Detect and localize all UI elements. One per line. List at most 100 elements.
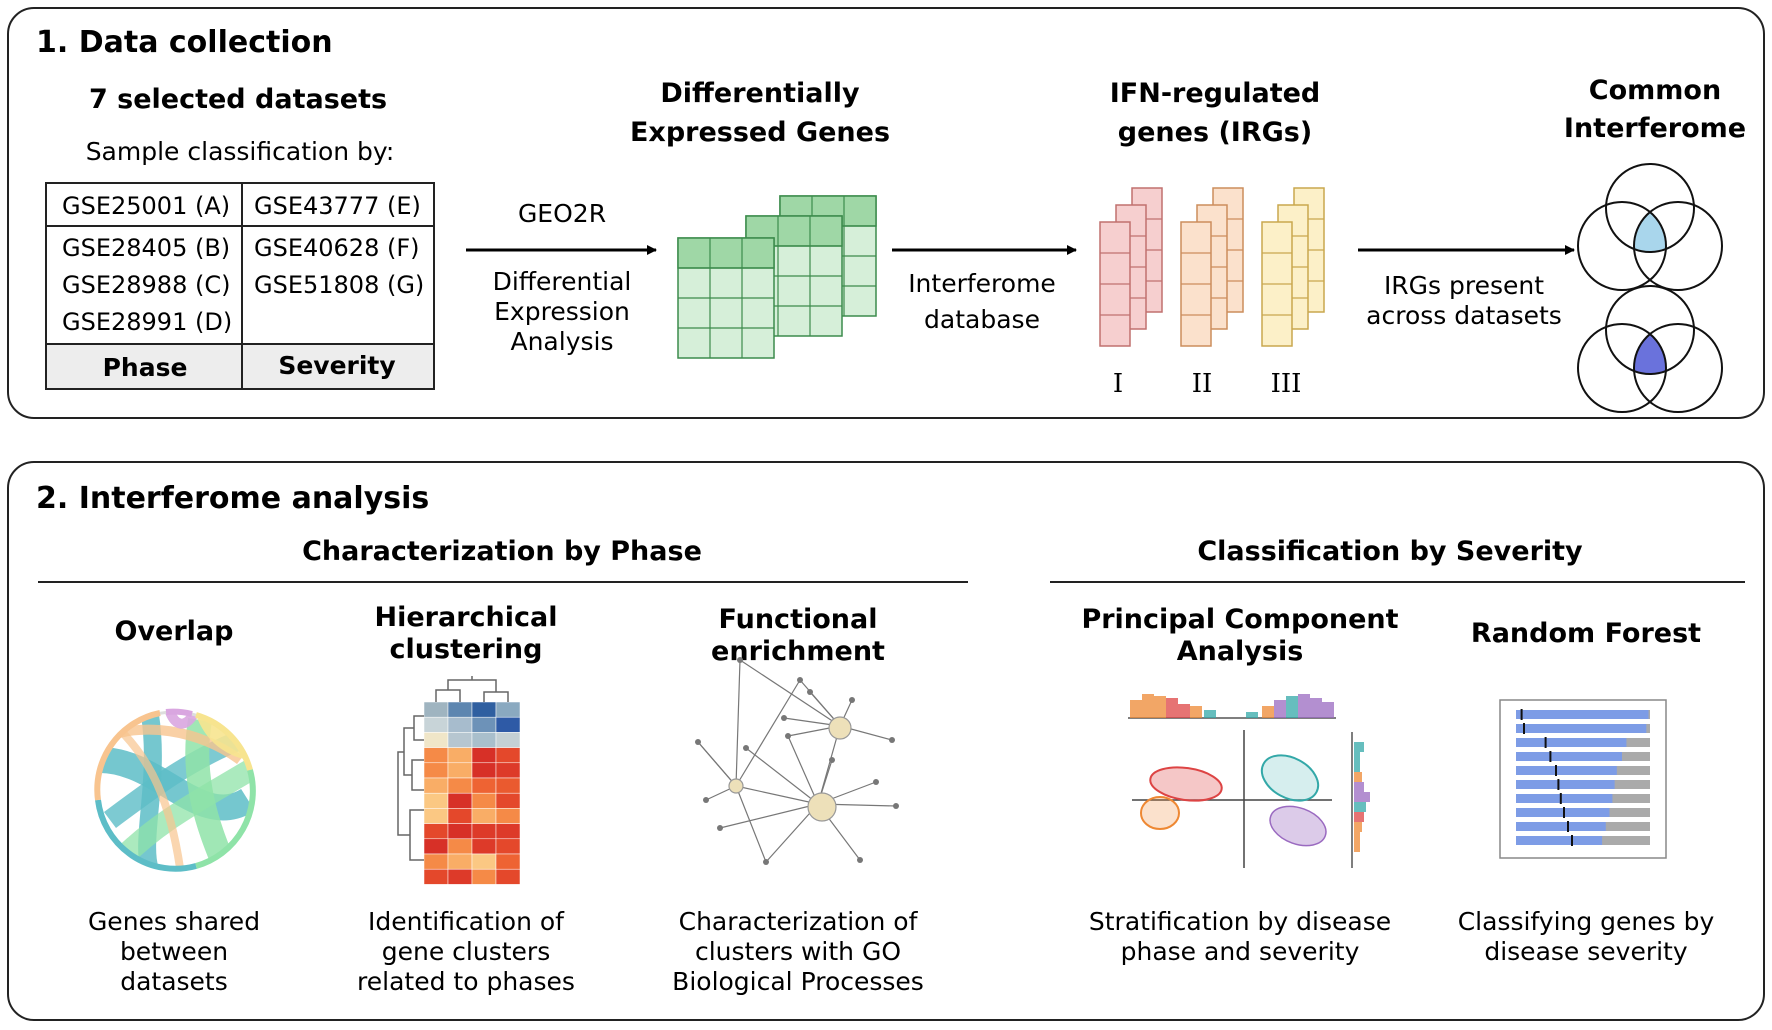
heatmap-cell: [471, 716, 497, 733]
heatmap-cell: [495, 716, 521, 733]
heatmap-cell: [447, 747, 473, 764]
network-hub-node: [728, 778, 744, 794]
pca-top-histogram-bar: [1178, 704, 1190, 718]
venn-common-severity-intersection: [1634, 324, 1666, 374]
overlap-caption: between: [120, 937, 228, 966]
enrichment-title: enrichment: [711, 636, 885, 667]
forest-bar: [1516, 724, 1647, 733]
network-edge: [799, 679, 841, 727]
network-node: [737, 657, 743, 663]
heatmap-cell: [471, 762, 497, 779]
overlap-caption: datasets: [120, 967, 228, 996]
network-hub-node: [807, 792, 837, 822]
pca-side-histogram-bar: [1354, 832, 1360, 842]
datasets-heading: 7 selected datasets: [89, 84, 387, 115]
heatmap-cell: [447, 716, 473, 733]
chord-ribbon: [99, 747, 252, 821]
phase-dataset: GSE28988 (C): [62, 271, 230, 299]
panel1-title: 1. Data collection: [36, 25, 333, 60]
network-node: [743, 745, 749, 751]
enrichment-caption: Characterization of: [679, 907, 919, 936]
pca-cluster-ellipse: [1149, 766, 1223, 802]
heatmap-cell: [423, 701, 449, 718]
chord-ribbon: [112, 760, 252, 868]
venn-intersection-group: [1634, 324, 1666, 374]
network-node: [703, 797, 709, 803]
deg-grid-stack: [677, 195, 877, 359]
heatmap-cell: [471, 808, 497, 824]
venn-intersection-group: [1634, 202, 1666, 252]
heatmap-cell: [471, 868, 497, 885]
forest-bar: [1516, 822, 1606, 831]
pca-top-histogram-bar: [1298, 694, 1310, 718]
forest-bar: [1516, 710, 1649, 719]
network-edge: [697, 741, 737, 787]
dataset-table: GSE25001 (A) GSE28405 (B) GSE28988 (C) G…: [45, 182, 435, 390]
network-node: [849, 697, 855, 703]
interferome-db-label: Interferome: [908, 269, 1056, 298]
pca-top-histogram-bar: [1130, 700, 1142, 718]
network-edge: [735, 659, 741, 787]
network-edge: [787, 735, 819, 805]
network-node: [857, 857, 863, 863]
pca-side-histogram-bar: [1354, 762, 1360, 772]
heatmap-cell: [423, 716, 449, 733]
pca-cluster-ellipse: [1269, 805, 1327, 847]
chord-arc: [195, 712, 253, 771]
heatmap-cell: [423, 808, 449, 824]
pca-side-histogram-bar: [1354, 812, 1364, 822]
heatmap-cell: [447, 762, 473, 779]
pca-top-histogram-bar: [1274, 700, 1286, 718]
phase-dataset: GSE28405 (B): [62, 234, 230, 262]
heatmap-cell: [447, 792, 473, 809]
severity-dataset: GSE43777 (E): [254, 192, 421, 220]
heatmap-cell: [495, 838, 521, 855]
chord-ribbon: [117, 727, 184, 868]
geo2r-label: GEO2R: [518, 199, 606, 228]
panel2-title: 2. Interferome analysis: [36, 481, 429, 516]
network-node: [807, 689, 813, 695]
dea-label: Expression: [494, 297, 630, 326]
clustering-caption: related to phases: [357, 967, 575, 996]
network-node: [785, 733, 791, 739]
heatmap-cell: [447, 823, 473, 840]
overlap-caption: Genes shared: [88, 907, 260, 936]
heatmap-dendrogram: [409, 809, 424, 861]
network-node: [717, 825, 723, 831]
pca-caption: phase and severity: [1121, 937, 1360, 966]
heatmap-cell: [495, 777, 521, 794]
severity-header: Severity: [278, 351, 395, 380]
heatmap-cell: [447, 777, 473, 794]
heatmap-cell: [471, 853, 497, 870]
venn-intersection-group: [1634, 324, 1666, 374]
heatmap-cell: [495, 701, 521, 718]
deg-grid-header: [677, 237, 775, 269]
venn-circle: [1633, 323, 1723, 413]
network-edge: [719, 803, 819, 829]
irg-title: IFN-regulated: [1110, 78, 1321, 109]
network-node: [873, 779, 879, 785]
clustering-caption: gene clusters: [382, 937, 550, 966]
irg-type-label: III: [1271, 369, 1302, 399]
heatmap-cell: [423, 747, 449, 764]
heatmap-dendrogram: [397, 751, 410, 836]
common-title: Interferome: [1564, 113, 1746, 144]
clustering-title: clustering: [390, 634, 543, 665]
pca-cluster-ellipse: [1140, 796, 1180, 830]
venn-circle: [1633, 201, 1723, 291]
heatmap-cell: [495, 762, 521, 779]
clustered-heatmap: [397, 676, 521, 885]
network-edge: [735, 785, 819, 805]
heatmap-cell: [471, 838, 497, 855]
network-hub-node: [828, 716, 852, 740]
forest-bar: [1516, 738, 1627, 747]
dea-label: Differential: [493, 267, 632, 296]
chord-diagram: [94, 708, 256, 872]
interferome-db-label: database: [924, 305, 1040, 334]
pca-title: Analysis: [1177, 636, 1304, 667]
heatmap-cell: [471, 747, 497, 764]
pca-top-histogram-bar: [1142, 694, 1154, 718]
venn-circle: [1605, 163, 1695, 253]
clustering-caption: Identification of: [368, 907, 565, 936]
heatmap-cell: [447, 838, 473, 855]
